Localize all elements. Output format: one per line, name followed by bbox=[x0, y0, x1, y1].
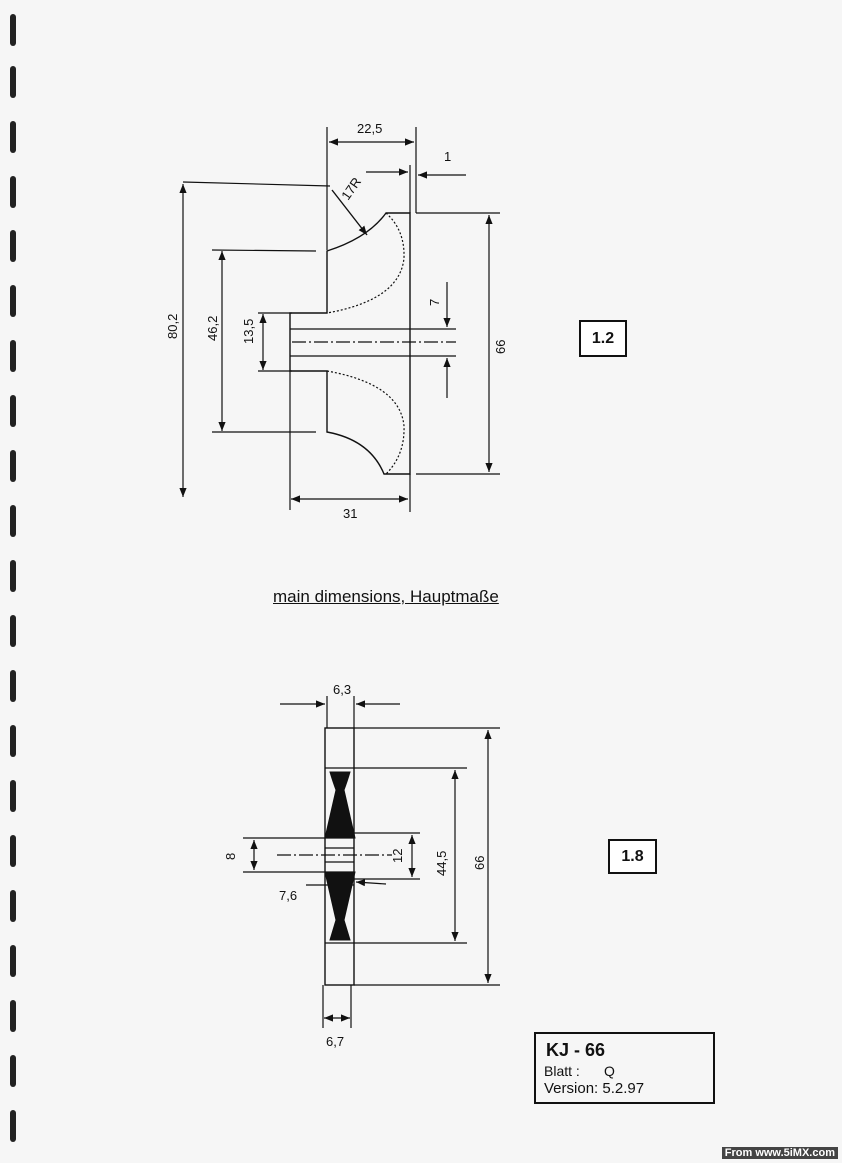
sheet-label: Blatt : bbox=[544, 1063, 580, 1079]
label-12: 12 bbox=[390, 849, 405, 863]
label-8: 8 bbox=[223, 853, 238, 860]
disc-dimension-labels: 6,3 8 12 44,5 66 7,6 6,7 bbox=[223, 682, 487, 1049]
part-number-box-top: 1.2 bbox=[579, 320, 627, 357]
label-80-2: 80,2 bbox=[165, 314, 180, 339]
binding-hole bbox=[10, 1110, 16, 1142]
radius-leader bbox=[331, 189, 368, 236]
label-17r: 17R bbox=[338, 175, 364, 203]
disc-section bbox=[324, 771, 356, 941]
label-6-3: 6,3 bbox=[333, 682, 351, 697]
label-7-6: 7,6 bbox=[279, 888, 297, 903]
binding-hole bbox=[10, 340, 16, 372]
binding-hole bbox=[10, 670, 16, 702]
disc-outline bbox=[324, 727, 355, 986]
impeller-outline bbox=[289, 212, 411, 475]
version-label: Version: 5.2.97 bbox=[544, 1080, 645, 1097]
impeller-inner-contour bbox=[326, 370, 405, 475]
label-66: 66 bbox=[493, 340, 508, 354]
title-block: KJ - 66 Blatt : Q Version: 5.2.97 bbox=[534, 1032, 715, 1104]
binding-hole bbox=[10, 505, 16, 537]
dim-line-7-6-arrow bbox=[355, 879, 387, 887]
binding-hole bbox=[10, 615, 16, 647]
label-6-7: 6,7 bbox=[326, 1034, 344, 1049]
disc-drawing bbox=[243, 696, 500, 1028]
part-number-box-bottom: 1.8 bbox=[608, 839, 657, 874]
label-7: 7 bbox=[427, 299, 442, 306]
label-44-5: 44,5 bbox=[434, 851, 449, 876]
binding-hole bbox=[10, 176, 16, 208]
label-22-5: 22,5 bbox=[357, 121, 382, 136]
label-13-5: 13,5 bbox=[241, 319, 256, 344]
label-31: 31 bbox=[343, 506, 357, 521]
part-number-label: 1.8 bbox=[621, 848, 644, 865]
binding-hole bbox=[10, 945, 16, 977]
disc-web-lower bbox=[324, 871, 356, 941]
disc-web-upper bbox=[324, 771, 356, 839]
binding-hole bbox=[10, 230, 16, 262]
binding-hole bbox=[10, 395, 16, 427]
impeller-inner-contour bbox=[326, 212, 405, 314]
label-1: 1 bbox=[444, 149, 451, 164]
drawing-title: KJ - 66 bbox=[546, 1040, 606, 1060]
binding-hole bbox=[10, 66, 16, 98]
label-46-2: 46,2 bbox=[205, 316, 220, 341]
binding-hole bbox=[10, 780, 16, 812]
impeller-dimension-labels: 22,5 1 17R 80,2 46,2 13,5 7 66 31 bbox=[165, 121, 508, 521]
watermark: From www.5iMX.com bbox=[721, 1147, 838, 1159]
impeller-drawing bbox=[179, 127, 500, 512]
binding-hole bbox=[10, 560, 16, 592]
binding-hole bbox=[10, 1000, 16, 1032]
sheet-value: Q bbox=[604, 1063, 615, 1079]
part-number-label: 1.2 bbox=[591, 330, 615, 347]
binding-hole bbox=[10, 285, 16, 317]
caption: main dimensions, Hauptmaße bbox=[273, 587, 499, 606]
binding-hole bbox=[10, 121, 16, 153]
binding-hole bbox=[10, 450, 16, 482]
binding-hole bbox=[10, 835, 16, 867]
label-66-b: 66 bbox=[472, 856, 487, 870]
binding-hole bbox=[10, 14, 16, 46]
binding-hole bbox=[10, 725, 16, 757]
binding-hole bbox=[10, 890, 16, 922]
binding-hole bbox=[10, 1055, 16, 1087]
